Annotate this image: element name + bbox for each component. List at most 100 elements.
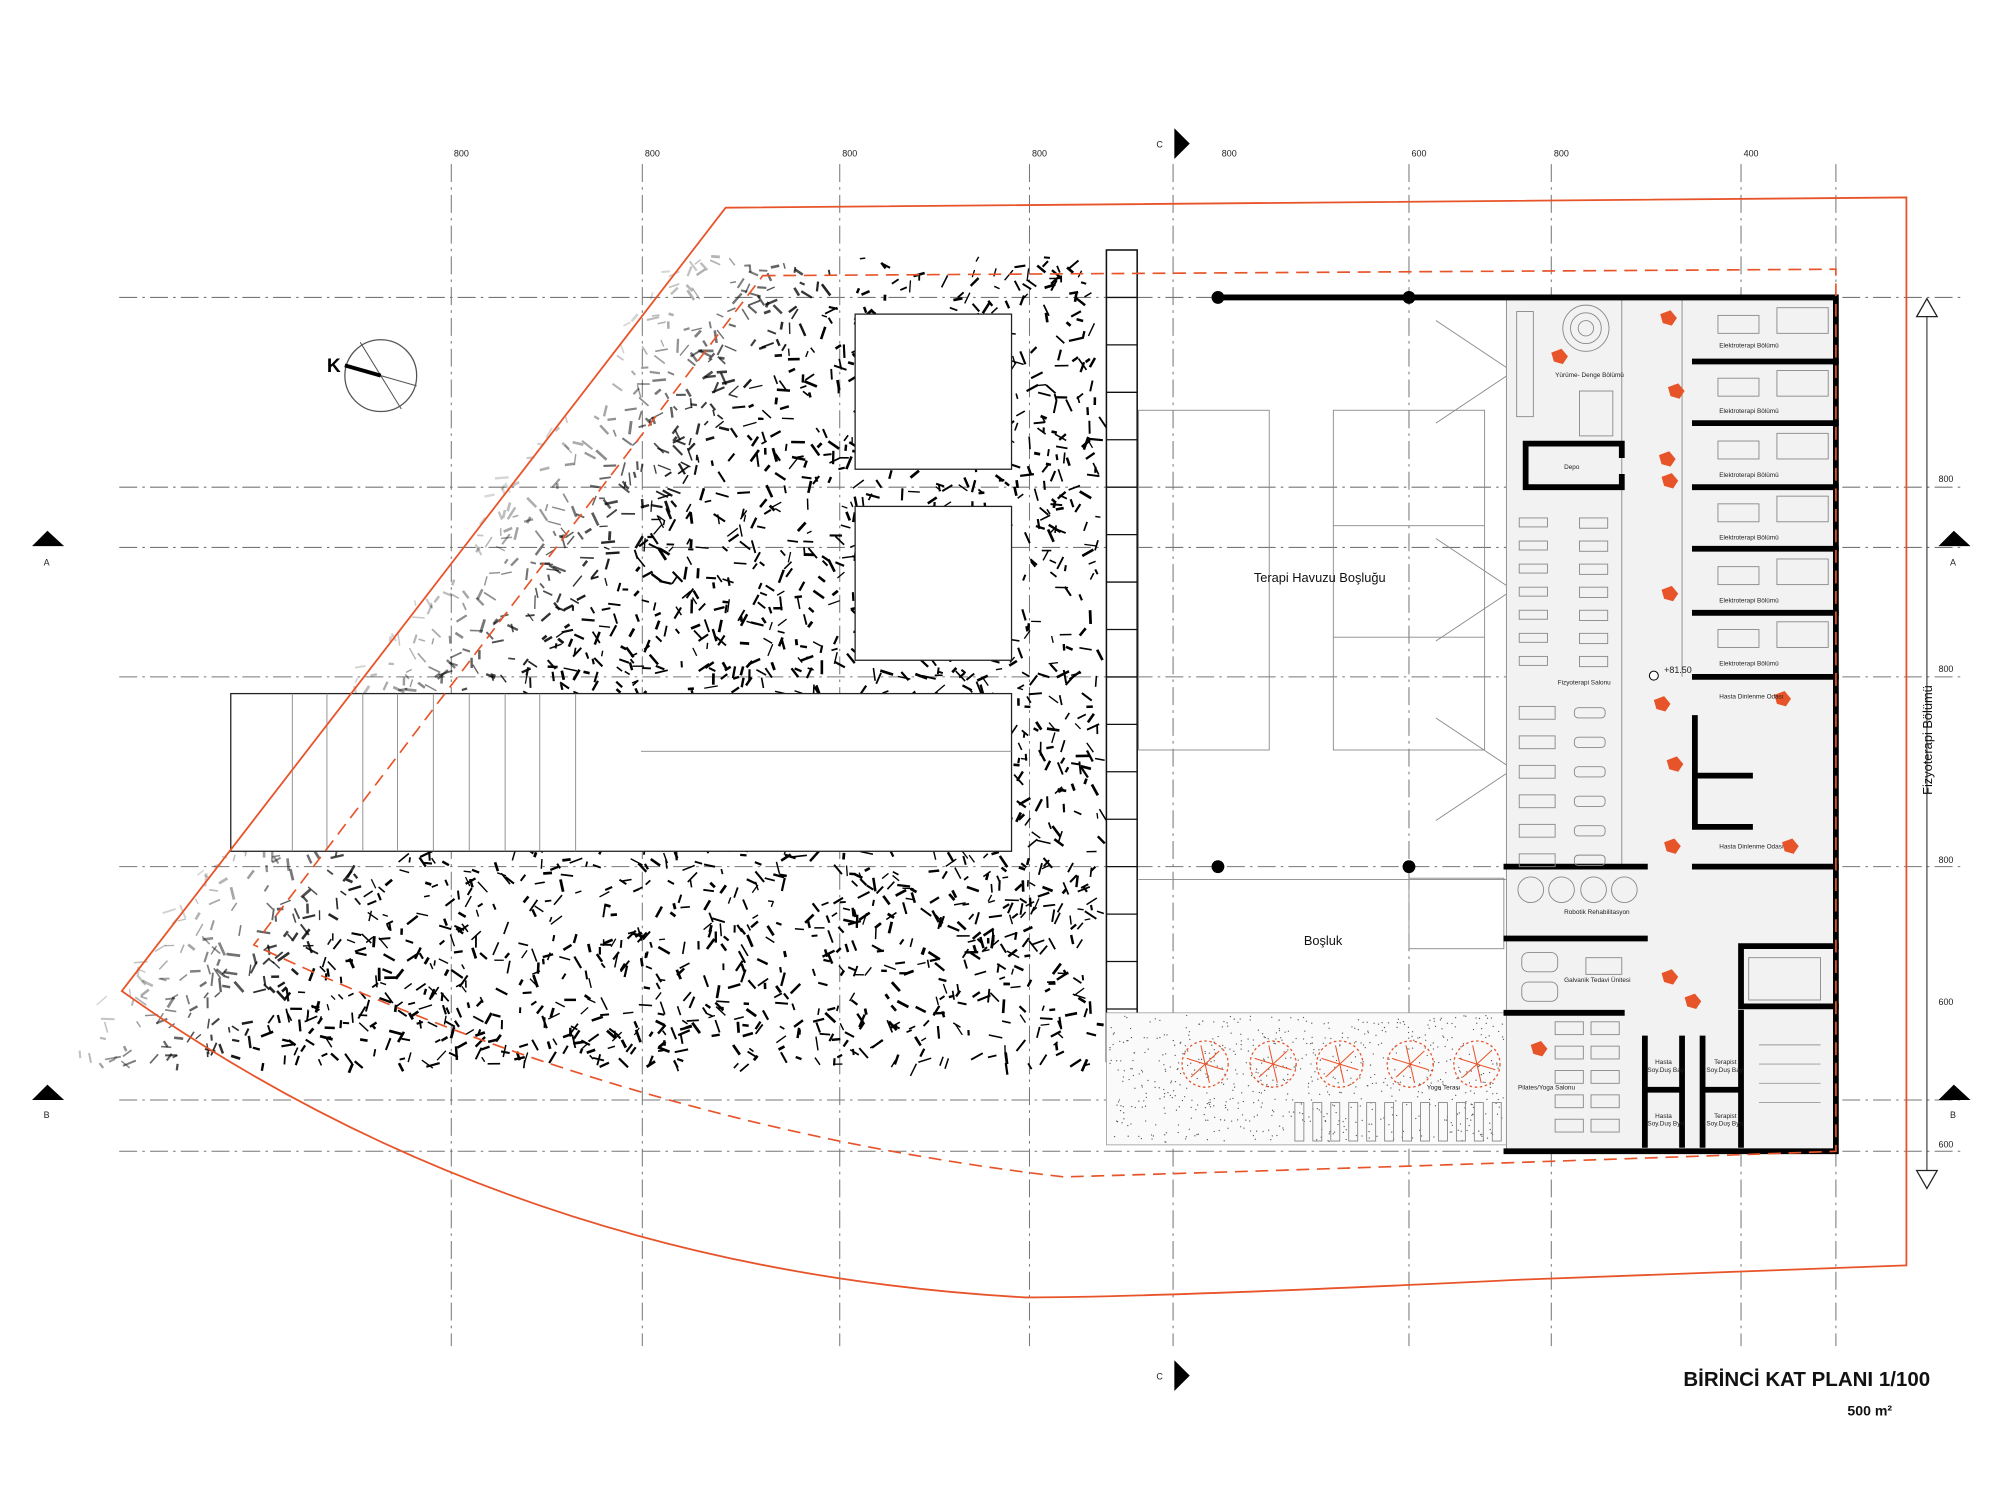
hatch-stroke: [560, 670, 566, 681]
speckle-dot: [1450, 1121, 1452, 1124]
hatch-stroke: [633, 590, 640, 597]
hatch-stroke: [546, 952, 551, 961]
hatch-stroke: [992, 939, 1000, 946]
hatch-stroke: [1064, 1011, 1078, 1017]
hatch-stroke: [562, 858, 571, 862]
hatch-stroke: [774, 397, 779, 405]
speckle-dot: [1285, 1057, 1287, 1059]
hatch-stroke: [953, 902, 966, 906]
hatch-stroke: [1067, 862, 1074, 873]
speckle-dot: [1368, 1130, 1370, 1133]
speckle-dot: [1398, 1089, 1401, 1091]
hatch-stroke: [654, 611, 662, 617]
hatch-stroke: [814, 1057, 821, 1066]
hatch-stroke: [382, 681, 389, 691]
hatch-stroke: [606, 508, 618, 519]
person-icon: [1661, 585, 1679, 602]
hatch-stroke: [1020, 757, 1028, 760]
hatch-stroke: [729, 427, 738, 438]
hatch-stroke: [497, 511, 504, 521]
hatch-stroke: [811, 902, 820, 913]
tree-icon: [1386, 1040, 1434, 1088]
hatch-stroke: [679, 344, 690, 356]
hatch-stroke: [1098, 808, 1107, 821]
hatch-stroke: [951, 889, 958, 899]
hatch-stroke: [927, 950, 941, 961]
hatch-stroke: [587, 1033, 600, 1043]
speckle-dot: [1319, 1068, 1321, 1070]
hatch-stroke: [1076, 938, 1083, 949]
hatch-stroke: [1046, 528, 1055, 543]
label-patient-shower-f: Hasta: [1655, 1113, 1672, 1120]
hatch-stroke: [830, 368, 833, 380]
speckle-dot: [1392, 1083, 1394, 1085]
hatch-stroke: [588, 977, 592, 989]
hatch-stroke: [445, 1007, 451, 1015]
hatch-stroke: [713, 606, 725, 611]
hatch-stroke: [531, 1039, 539, 1051]
hatch-stroke: [676, 439, 686, 446]
hatch-stroke: [162, 1040, 169, 1048]
speckle-dot: [1216, 1065, 1218, 1067]
hatch-stroke: [1048, 722, 1057, 731]
desk: [1776, 432, 1829, 460]
hatch-stroke: [739, 1063, 750, 1073]
speckle-dot: [1315, 1139, 1318, 1141]
hatch-stroke: [799, 384, 807, 389]
top-dimensions: 800 800 800 800 800 600 800 400: [454, 148, 1759, 158]
hatch-stroke: [695, 268, 706, 277]
hatch-stroke: [575, 890, 582, 894]
hatch-stroke: [775, 921, 782, 926]
hatch-stroke: [720, 673, 728, 680]
speckle-dot: [1225, 1101, 1227, 1103]
hatch-stroke: [649, 857, 661, 867]
hatch-stroke: [929, 896, 940, 904]
hatch-stroke: [855, 287, 861, 294]
hatch-stroke: [149, 1053, 159, 1064]
speckle-dot: [1194, 1135, 1196, 1137]
hatch-stroke: [842, 852, 846, 860]
speckle-dot: [1486, 1090, 1488, 1092]
hatch-stroke: [194, 898, 199, 905]
speckle-dot: [1174, 1054, 1176, 1057]
hatch-stroke: [438, 669, 453, 676]
hatch-stroke: [774, 471, 787, 481]
speckle-dot: [1143, 1037, 1145, 1039]
hatch-stroke: [1004, 1052, 1009, 1065]
hatch-stroke: [851, 940, 858, 952]
dim-top: 400: [1744, 148, 1759, 158]
hatch-stroke: [399, 1057, 406, 1061]
hatch-stroke: [1088, 1001, 1092, 1014]
hatch-stroke: [441, 1004, 447, 1015]
speckle-dot: [1177, 1124, 1180, 1126]
hatch-stroke: [988, 1034, 1003, 1039]
hatch-stroke: [1027, 1062, 1033, 1070]
hatch-stroke: [717, 471, 726, 483]
hatch-stroke: [536, 1005, 544, 1015]
speckle-dot: [1366, 1021, 1368, 1023]
hatch-stroke: [1065, 457, 1071, 467]
hatch-stroke: [939, 995, 946, 1001]
hatch-stroke: [788, 458, 798, 470]
hatch-stroke: [836, 1005, 840, 1012]
bench: [1573, 795, 1606, 807]
hatch-stroke: [1086, 742, 1094, 753]
hatch-stroke: [720, 943, 728, 952]
hatch-stroke: [549, 865, 559, 871]
speckle-dot: [1184, 1096, 1186, 1098]
hatch-stroke: [525, 568, 529, 581]
hatch-stroke: [819, 645, 824, 654]
hatch-stroke: [1039, 945, 1048, 955]
speckle-dot: [1369, 1064, 1372, 1066]
hatch-stroke: [1040, 1023, 1050, 1026]
hatch-stroke: [481, 1056, 486, 1063]
hatch-stroke: [975, 681, 983, 695]
hatch-stroke: [562, 493, 569, 503]
speckle-dot: [1385, 1031, 1387, 1033]
speckle-dot: [1250, 1075, 1253, 1077]
hatch-stroke: [709, 403, 717, 411]
speckle-dot: [1355, 1041, 1357, 1043]
hatch-stroke: [892, 870, 899, 876]
hatch-stroke: [919, 659, 929, 668]
hatch-stroke: [636, 384, 642, 398]
